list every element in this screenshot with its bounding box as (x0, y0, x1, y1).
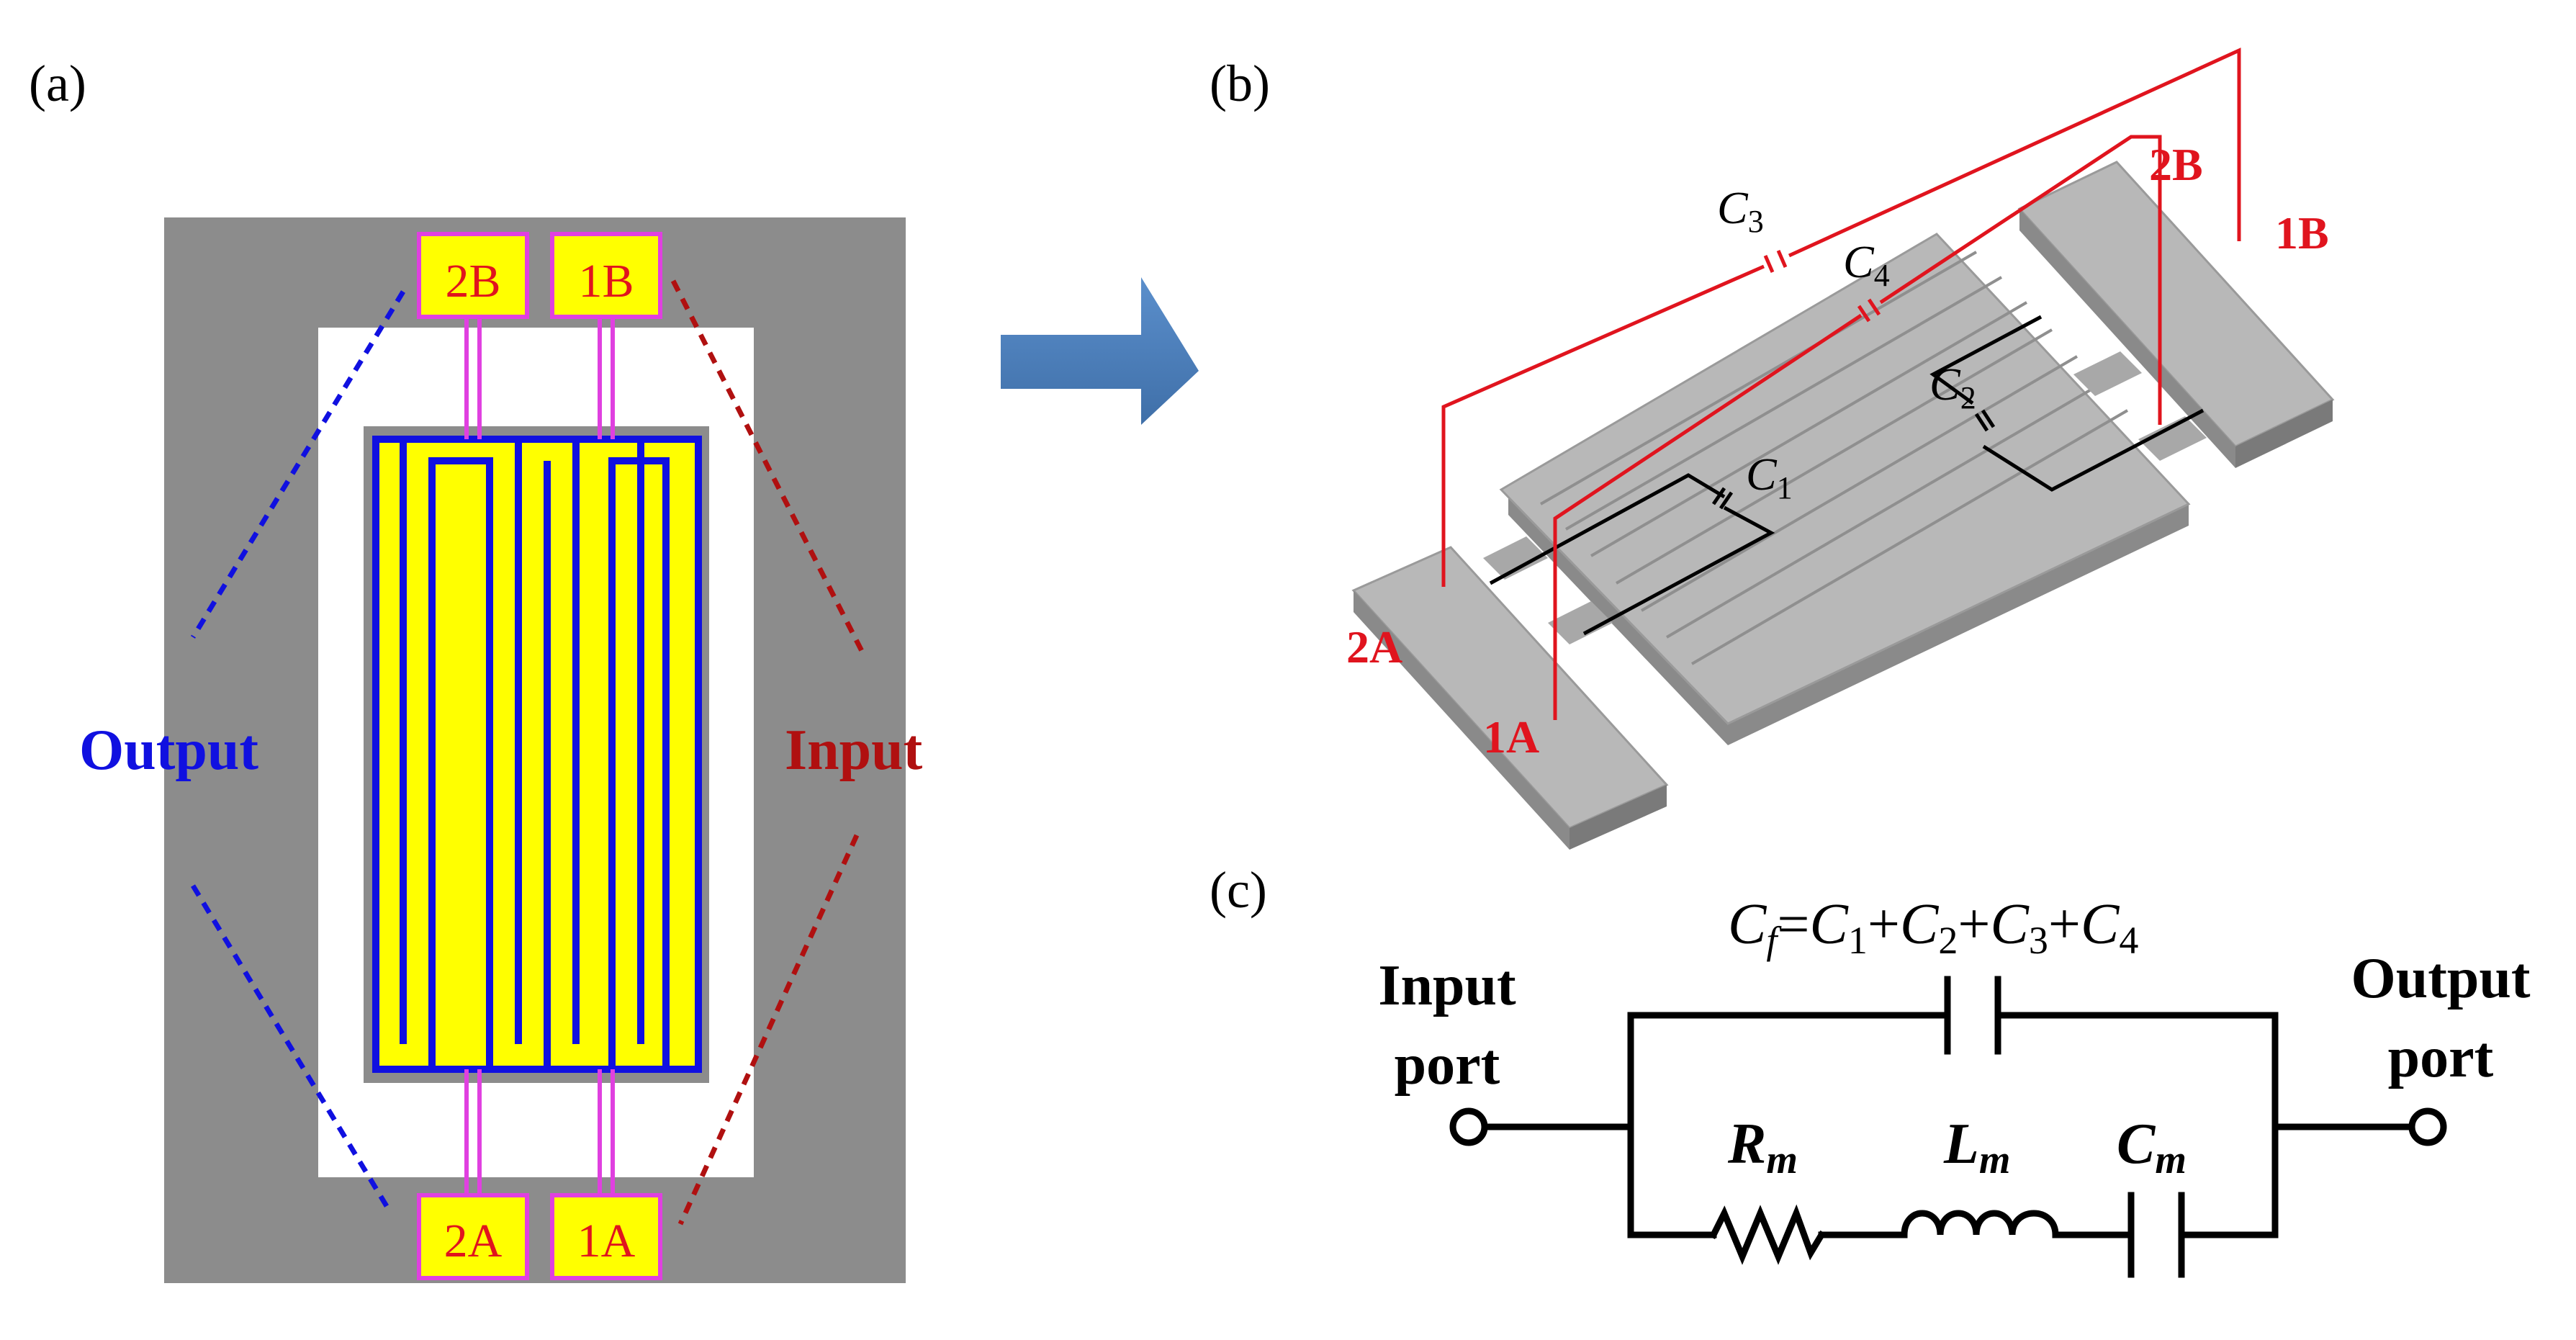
anchor-right-end (2235, 400, 2333, 468)
plate-stripes (1539, 251, 2129, 665)
output-label: Output (79, 719, 258, 782)
cf-equation: Cf=C1+C2+C3+C4 (1728, 893, 2138, 962)
panel-b-label: (b) (1210, 55, 1270, 112)
panel-a-device: 2B 1B 2A 1A (164, 217, 906, 1283)
port-1B-label: 1B (2275, 207, 2329, 258)
plate-top (1499, 233, 2191, 725)
panel-a-label: (a) (29, 55, 86, 112)
circuit-wires (1480, 976, 2415, 1278)
panel-c-label: (c) (1210, 861, 1267, 919)
input-terminal (1449, 1107, 1488, 1146)
output-terminal (2408, 1107, 2447, 1146)
interdigital-fingers (400, 439, 670, 1069)
port-2A-label: 2A (1346, 621, 1402, 673)
port-1A-label: 1A (1483, 711, 1539, 763)
pad-1B (550, 232, 662, 319)
port-2B-label: 2B (2149, 139, 2203, 190)
tether-right-1 (2073, 351, 2142, 396)
tether-right-2 (2138, 416, 2207, 461)
lm-label: Lm (1943, 1112, 2010, 1182)
anchor-left-end (1570, 785, 1667, 850)
plate-side (1508, 493, 2189, 745)
pad-2B-label: 2B (445, 255, 500, 307)
input-label: Input (785, 719, 923, 782)
anchor-right-side (2019, 209, 2235, 468)
pad-2A (417, 1193, 529, 1280)
panel-b-device-3d (1351, 161, 2335, 850)
transform-arrow-icon (1001, 277, 1199, 425)
input-guides (670, 279, 867, 1226)
pad-1B-label: 1B (578, 255, 634, 307)
output-port-line1: Output (2351, 947, 2531, 1010)
pad-1A-label: 1A (577, 1215, 636, 1267)
input-port-line1: Input (1378, 954, 1516, 1017)
c4-label: C4 (1843, 236, 1890, 293)
output-port-line2: port (2388, 1026, 2494, 1089)
feedthrough-wires (1441, 48, 2241, 720)
c1-label: C1 (1746, 449, 1793, 505)
anchor-left-side (1354, 590, 1570, 850)
tether-left-1 (1483, 536, 1548, 580)
lead-wires (464, 317, 615, 1210)
output-guides (191, 290, 405, 1211)
rm-label: Rm (1727, 1112, 1798, 1182)
cm-label: Cm (2117, 1112, 2187, 1182)
equivalent-circuit (1449, 976, 2447, 1278)
pad-1A (550, 1193, 662, 1280)
pad-2B (417, 232, 529, 319)
electrode-area (372, 436, 702, 1073)
input-port-line2: port (1395, 1033, 1500, 1097)
pad-2A-label: 2A (444, 1215, 503, 1267)
tether-left-2 (1548, 601, 1613, 644)
c3-label: C3 (1717, 182, 1764, 239)
c2-label: C2 (1929, 359, 1976, 415)
